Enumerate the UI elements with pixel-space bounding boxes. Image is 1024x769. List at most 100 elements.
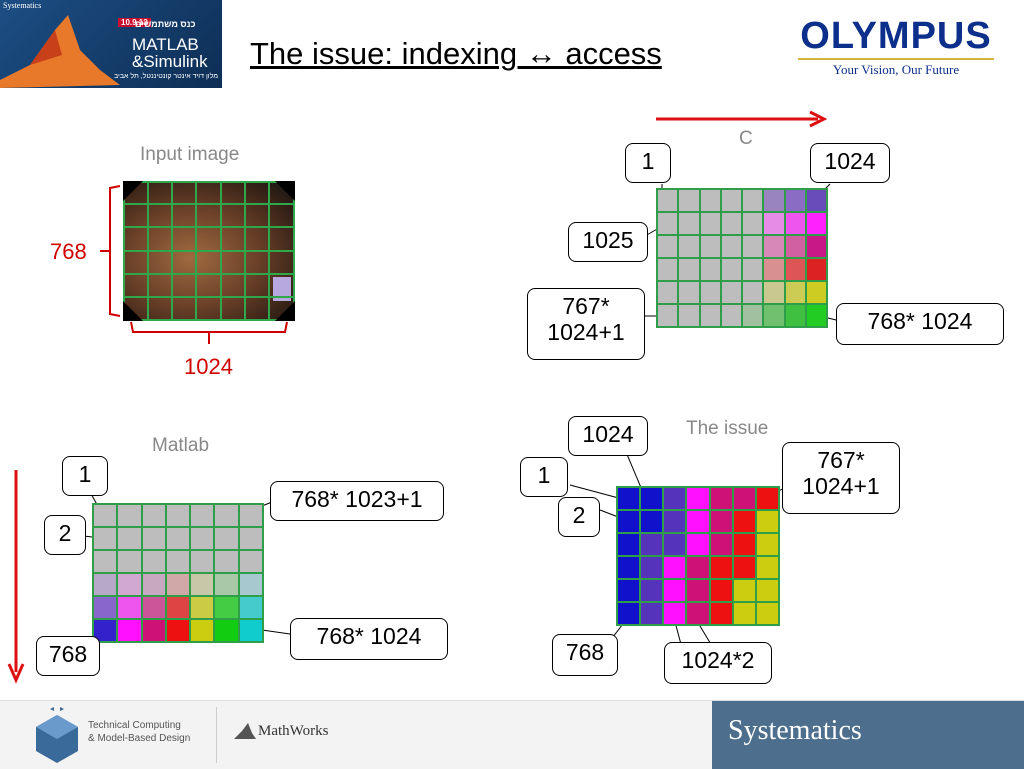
matlab-grid-cell [215, 574, 238, 595]
issue-grid-cell [664, 488, 686, 509]
issue-grid-cell [641, 557, 663, 578]
c-grid-cell [764, 305, 784, 326]
input-image-grid [123, 181, 295, 321]
c-grid-cell [743, 236, 763, 257]
c-label-last-in-row: 1024 [810, 143, 890, 183]
c-grid-cell [700, 190, 720, 211]
issue-grid-cell [641, 603, 663, 624]
matlab-grid-cell [166, 528, 190, 549]
issue-grid-cell [664, 603, 686, 624]
c-grid-cell [785, 259, 805, 280]
issue-grid-cell [756, 511, 778, 532]
issue-grid-cell [687, 603, 709, 624]
issue-grid-cell [618, 534, 640, 555]
c-grid-cell [743, 213, 763, 234]
c-grid-cell [721, 259, 741, 280]
issue-grid-cell [641, 534, 663, 555]
c-grid-cell [721, 190, 741, 211]
matlab-grid-cell [94, 574, 117, 595]
c-grid-cell [721, 213, 741, 234]
issue-label-top: 1024 [568, 416, 648, 456]
matlab-grid-cell [215, 551, 238, 572]
issue-grid-cell [756, 603, 778, 624]
matlab-grid-cell [142, 620, 165, 641]
c-grid-cell [785, 305, 805, 326]
c-grid-cell [658, 190, 678, 211]
c-grid-cell [700, 282, 720, 303]
banner-brand: Systematics [3, 1, 42, 10]
issue-grid-cell [756, 557, 778, 578]
matlab-grid-cell [215, 597, 238, 618]
issue-label-first: 1 [520, 457, 568, 497]
c-grid-cell [764, 259, 784, 280]
matlab-grid-cell [166, 574, 190, 595]
matlab-grid-cell [239, 620, 262, 641]
matlab-grid-cell [191, 574, 214, 595]
olympus-name: OLYMPUS [800, 15, 992, 57]
banner-matlab-text: MATLAB &Simulink [132, 35, 208, 71]
c-grid-cell [785, 282, 805, 303]
issue-grid-cell [687, 511, 709, 532]
issue-grid-cell [733, 488, 755, 509]
matlab-grid-cell [191, 528, 214, 549]
olympus-logo: OLYMPUS Your Vision, Our Future [784, 16, 1008, 78]
issue-grid-cell [618, 488, 640, 509]
issue-grid-cell [733, 557, 755, 578]
matlab-memory-grid [92, 503, 264, 643]
issue-grid-cell [618, 580, 640, 601]
c-grid-cell [679, 259, 699, 280]
matlab-label-second: 2 [44, 515, 86, 555]
c-grid-cell [743, 305, 763, 326]
systematics-cube-icon [36, 707, 78, 763]
issue-grid-cell [687, 580, 709, 601]
matlab-grid-cell [166, 551, 190, 572]
c-grid-cell [806, 213, 826, 234]
c-grid-cell [806, 190, 826, 211]
conference-banner: Systematics 10.9.13 כנס משתמשים MATLAB &… [0, 0, 222, 88]
matlab-grid-cell [118, 528, 141, 549]
rows-bracket [109, 185, 121, 317]
matlab-grid-cell [118, 620, 141, 641]
issue-grid-cell [664, 557, 686, 578]
issue-grid-cell [664, 534, 686, 555]
matlab-grid-cell [215, 505, 238, 526]
c-grid-cell [700, 213, 720, 234]
issue-grid-cell [618, 557, 640, 578]
c-grid-cell [700, 305, 720, 326]
input-image-caption: Input image [140, 144, 240, 165]
issue-grid-cell [641, 580, 663, 601]
issue-grid-cell [710, 557, 732, 578]
matlab-membrane-logo-icon [0, 15, 120, 88]
issue-grid-cell [756, 580, 778, 601]
matlab-grid-cell [118, 597, 141, 618]
c-grid-cell [764, 282, 784, 303]
matlab-label-first: 1 [62, 456, 108, 496]
issue-grid-cell [756, 488, 778, 509]
matlab-grid-cell [191, 505, 214, 526]
issue-label-second: 2 [558, 497, 600, 537]
c-grid-cell [721, 282, 741, 303]
matlab-grid-cell [166, 505, 190, 526]
matlab-grid-cell [94, 551, 117, 572]
matlab-grid-cell [191, 620, 214, 641]
c-grid-cell [658, 282, 678, 303]
rows-label: 768 [50, 239, 87, 264]
input-image [123, 181, 295, 321]
c-grid-cell [806, 305, 826, 326]
mathworks-membrane-icon [234, 723, 256, 739]
issue-grid-cell [641, 511, 663, 532]
footer-divider [216, 707, 217, 763]
issue-grid-cell [710, 534, 732, 555]
issue-grid-cell [710, 603, 732, 624]
matlab-grid-cell [215, 620, 238, 641]
c-grid-cell [806, 259, 826, 280]
issue-label-bottom: 1024*2 [664, 642, 772, 684]
c-grid-cell [764, 190, 784, 211]
c-grid-cell [658, 259, 678, 280]
c-grid-cell [743, 282, 763, 303]
matlab-grid-cell [239, 597, 262, 618]
cols-bracket [130, 321, 288, 333]
c-grid-cell [764, 236, 784, 257]
issue-grid-cell [733, 511, 755, 532]
c-grid-cell [764, 213, 784, 234]
